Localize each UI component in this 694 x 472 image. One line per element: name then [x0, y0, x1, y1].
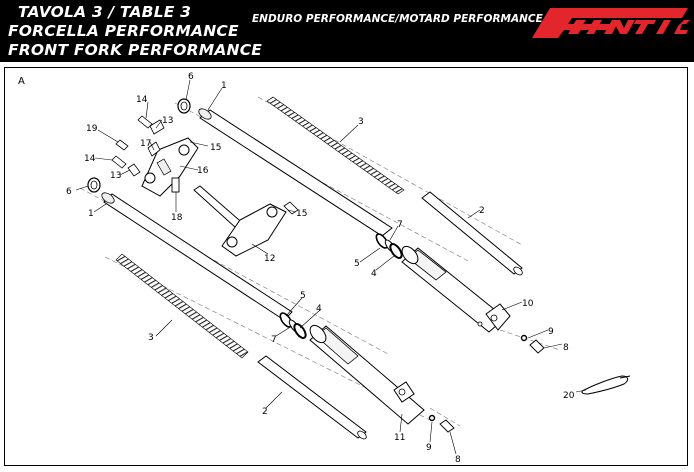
fork-slider-lower: [257, 355, 367, 440]
callout-6-lower: 6: [66, 187, 72, 197]
callout-11: 11: [394, 433, 405, 443]
washer: [171, 177, 180, 193]
callout-4-upper: 4: [371, 269, 377, 279]
callout-9-upper: 9: [548, 327, 554, 337]
callout-12: 12: [264, 254, 275, 264]
table-title-italian: FORCELLA PERFORMANCE: [8, 22, 239, 40]
fantic-logo-mark: [532, 8, 688, 38]
callout-3-lower: 3: [148, 333, 154, 343]
callout-5-lower: 5: [300, 291, 306, 301]
fork-tube-upper: [198, 108, 393, 237]
callout-5-upper: 5: [354, 259, 360, 269]
callout-16: 16: [197, 166, 209, 176]
header-bar: TAVOLA 3 / TABLE 3 FORCELLA PERFORMANCE …: [0, 0, 694, 62]
leader-lines: [75, 79, 587, 455]
callout-9-lower: 9: [426, 443, 432, 453]
outer-leg-right: [401, 245, 511, 333]
outer-leg-left: [309, 324, 425, 425]
callout-2-lower: 2: [262, 407, 268, 417]
axle-bolt-right: [520, 334, 545, 354]
callout-14-lower: 14: [84, 154, 96, 164]
fantic-logo: [532, 8, 690, 38]
callout-20: 20: [563, 391, 575, 401]
triple-clamp-lower: [193, 185, 299, 257]
callout-8-upper: 8: [563, 343, 569, 353]
fork-spring-upper: [266, 96, 405, 195]
clamp-bolts: [111, 115, 165, 177]
callout-4-lower: 4: [316, 304, 322, 314]
fork-slider-upper: [421, 191, 523, 276]
table-title: TAVOLA 3 / TABLE 3: [18, 3, 192, 21]
callout-15-lower: 15: [296, 209, 307, 219]
callout-14-upper: 14: [136, 95, 148, 105]
part-callouts: 1 6 3 14 13 19 17 15 14 13 16 6 1 18 15 …: [66, 72, 575, 465]
fork-cap-nut-lower: [87, 177, 101, 193]
callout-19: 19: [86, 124, 98, 134]
axle-bolt-left: [428, 414, 455, 433]
seal-set-upper: [375, 233, 403, 259]
callout-10: 10: [522, 299, 534, 309]
callout-1-lower: 1: [88, 209, 94, 219]
callout-6-upper: 6: [188, 72, 194, 82]
callout-8-lower: 8: [455, 455, 461, 465]
callout-3-upper: 3: [358, 117, 364, 127]
table-title-english: FRONT FORK PERFORMANCE: [8, 41, 263, 59]
callout-18: 18: [171, 213, 183, 223]
seal-set-lower: [279, 312, 307, 339]
callout-15-upper: 15: [210, 143, 221, 153]
callout-7-lower: 7: [271, 335, 277, 345]
callout-1-upper: 1: [221, 81, 227, 91]
fork-cap-nut-upper: [177, 98, 191, 114]
callout-2-upper: 2: [479, 206, 485, 216]
callout-13-lower: 13: [110, 171, 121, 181]
fork-tube-lower: [101, 192, 293, 321]
callout-7-upper: 7: [397, 220, 403, 230]
diagram-frame: [4, 67, 688, 466]
callout-13-upper: 13: [162, 116, 173, 126]
retaining-clip: [581, 375, 631, 395]
callout-17: 17: [140, 139, 151, 149]
fork-spring-lower: [115, 253, 249, 359]
model-subtitle: ENDURO PERFORMANCE/MOTARD PERFORMANCE: [252, 13, 543, 25]
section-label: A: [18, 76, 25, 87]
